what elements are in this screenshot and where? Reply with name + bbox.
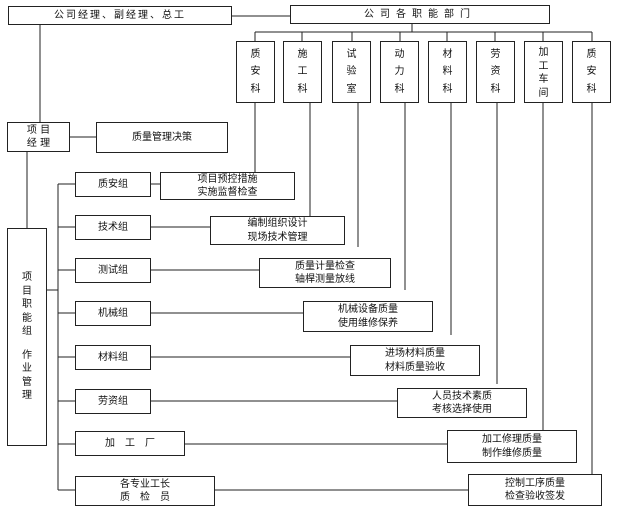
task-measurement-survey: 质量计量检查轴桿测量放线 xyxy=(259,258,391,288)
task-personnel-assessment: 人员技术素质考核选择使用 xyxy=(397,388,527,418)
dept-processing-workshop: 加工车间 xyxy=(524,41,563,103)
dept-materials: 材料科 xyxy=(428,41,467,103)
group-testing: 测试组 xyxy=(75,258,151,283)
dept-quality-safety-2: 质安科 xyxy=(572,41,611,103)
group-inspectors: 各专业工长质 检 员 xyxy=(75,476,215,506)
task-design-site-management: 编制组织设计现场技术管理 xyxy=(210,216,345,245)
task-process-control: 控制工序质量检查验收签发 xyxy=(468,474,602,506)
dept-laboratory: 试验室 xyxy=(332,41,371,103)
leadership-box: 公司经理、副经理、总工 xyxy=(8,6,232,25)
group-labor: 劳资组 xyxy=(75,389,151,414)
group-materials: 材料组 xyxy=(75,345,151,370)
dept-labor: 劳资科 xyxy=(476,41,515,103)
dept-power: 动力科 xyxy=(380,41,419,103)
departments-header-box: 公司各职能部门 xyxy=(290,5,550,24)
group-technical: 技术组 xyxy=(75,215,151,240)
functional-group-box: 项目 职能 组 作业 管理 xyxy=(7,228,47,446)
task-equipment-maintenance: 机械设备质量使用维修保养 xyxy=(303,301,433,332)
task-processing-quality: 加工修理质量制作维修质量 xyxy=(447,430,577,463)
quality-decision-box: 质量管理决策 xyxy=(96,122,228,153)
group-processing-plant: 加 工 厂 xyxy=(75,431,185,456)
project-manager-box: 项 目经 理 xyxy=(7,122,70,152)
group-quality-safety: 质安组 xyxy=(75,172,151,197)
task-material-acceptance: 进场材料质量材料质量验收 xyxy=(350,345,480,376)
group-machinery: 机械组 xyxy=(75,301,151,326)
dept-construction: 施工科 xyxy=(283,41,322,103)
dept-quality-safety-1: 质安科 xyxy=(236,41,275,103)
task-precontrol-supervision: 项目预控措施实施监督检查 xyxy=(160,172,295,200)
